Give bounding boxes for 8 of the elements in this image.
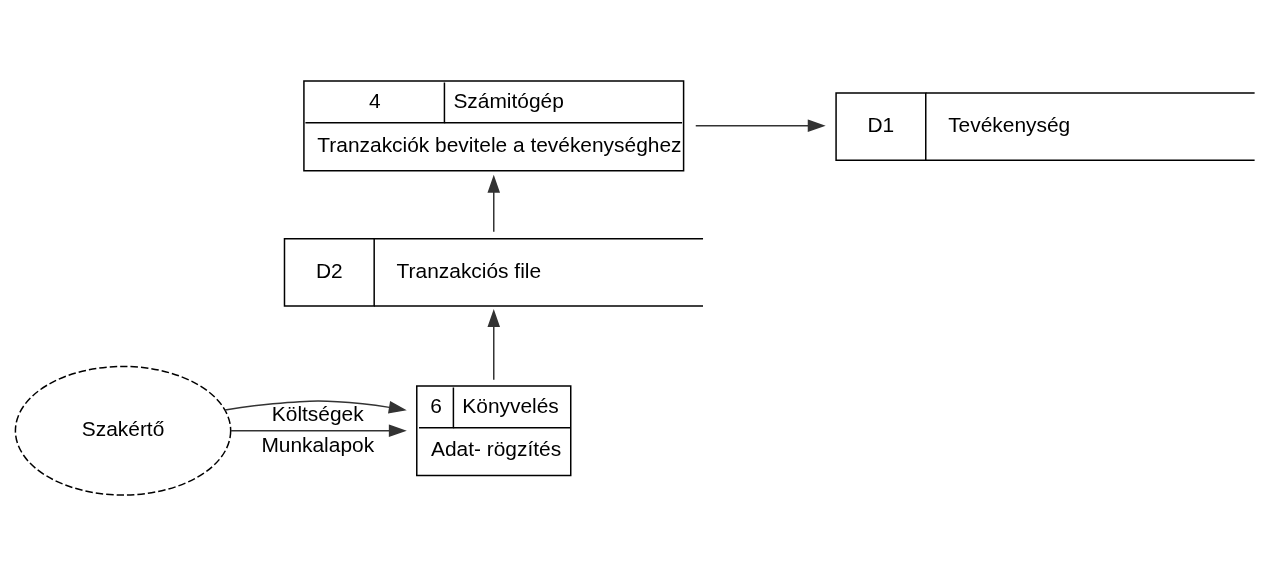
edge-label: Munkalapok: [261, 432, 375, 456]
arrow: [487, 174, 501, 233]
edge-label: Költségek: [271, 401, 364, 425]
arrow: [230, 423, 407, 437]
arrow: [487, 308, 501, 381]
arrow: [695, 119, 826, 132]
node-ellipse: Szakértő: [14, 365, 232, 496]
arrow: [224, 399, 407, 413]
